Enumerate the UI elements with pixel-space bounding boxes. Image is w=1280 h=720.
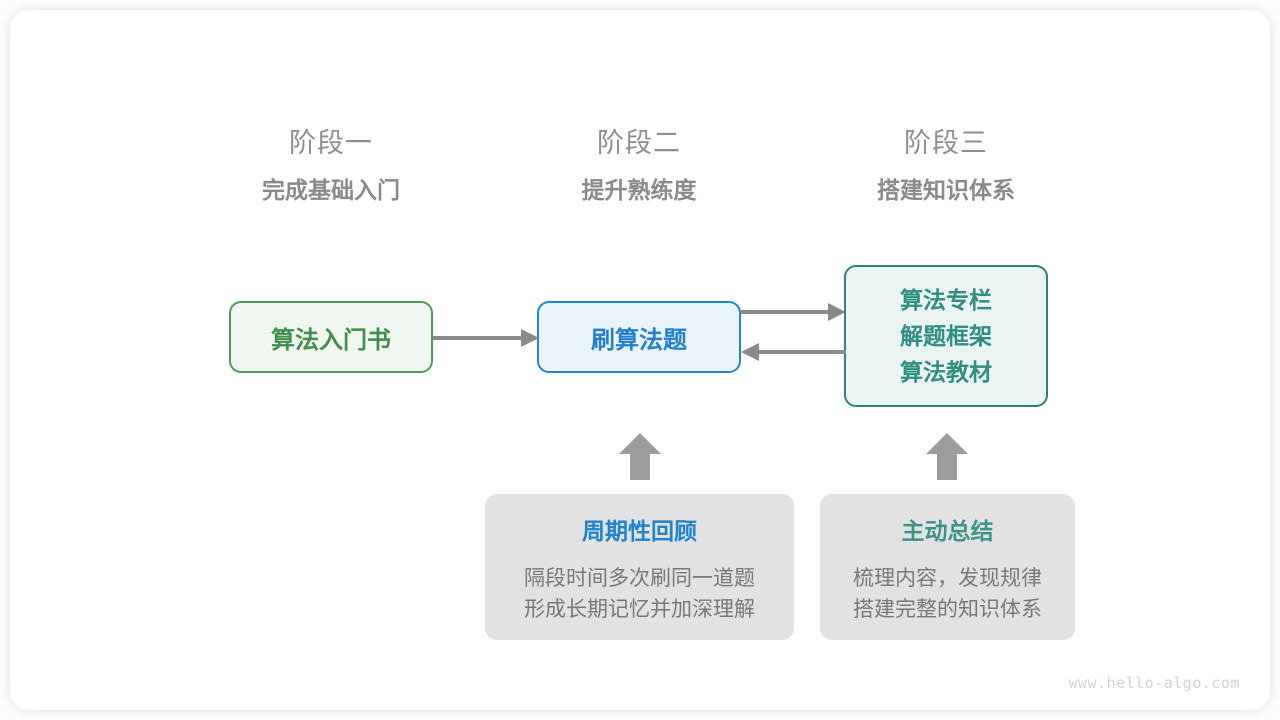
node-practice-problems-label: 刷算法题: [591, 326, 687, 354]
stage-title-2: 提升熟练度: [581, 177, 697, 203]
info-box-periodic-review-body: 隔段时间多次刷同一道题 形成长期记忆并加深理解: [524, 563, 755, 625]
node-intro-book-label: 算法入门书: [271, 326, 391, 354]
stage-column-1: 阶段一 完成基础入门: [211, 126, 451, 205]
node-learning-resources[interactable]: 算法专栏 解题框架 算法教材: [844, 265, 1048, 407]
node-intro-book[interactable]: 算法入门书: [229, 301, 433, 373]
info-box-active-summary-body: 梳理内容，发现规律 搭建完整的知识体系: [853, 563, 1042, 625]
stage-number-2: 阶段二: [597, 128, 681, 158]
stage-title-1: 完成基础入门: [262, 177, 400, 203]
stage-column-2: 阶段二 提升熟练度: [519, 126, 759, 205]
node-learning-resources-line-1: 算法专栏: [900, 287, 992, 313]
info-box-active-summary[interactable]: 主动总结 梳理内容，发现规律 搭建完整的知识体系: [820, 494, 1075, 640]
node-learning-resources-line-2: 解题框架: [900, 323, 992, 349]
info-box-active-summary-line-2: 搭建完整的知识体系: [853, 598, 1042, 621]
info-box-active-summary-title: 主动总结: [901, 518, 994, 544]
node-learning-resources-line-3: 算法教材: [900, 359, 992, 385]
info-box-periodic-review-line-1: 隔段时间多次刷同一道题: [524, 567, 755, 590]
info-box-periodic-review-title: 周期性回顾: [582, 518, 697, 544]
stage-number-3: 阶段三: [904, 128, 988, 158]
stage-number-1: 阶段一: [289, 128, 373, 158]
watermark: www.hello-algo.com: [1068, 674, 1240, 692]
stage-column-3: 阶段三 搭建知识体系: [826, 126, 1066, 205]
info-box-periodic-review-line-2: 形成长期记忆并加深理解: [524, 598, 755, 621]
arrow-resources-to-practice-icon: [741, 343, 846, 361]
arrow-up-summary-icon: [926, 433, 968, 480]
arrow-up-review-icon: [619, 433, 661, 480]
info-box-periodic-review[interactable]: 周期性回顾 隔段时间多次刷同一道题 形成长期记忆并加深理解: [485, 494, 794, 640]
info-box-active-summary-line-1: 梳理内容，发现规律: [853, 567, 1042, 590]
arrow-book-to-practice-icon: [433, 329, 539, 347]
stage-title-3: 搭建知识体系: [877, 177, 1015, 203]
arrow-practice-to-resources-icon: [741, 303, 846, 321]
node-practice-problems[interactable]: 刷算法题: [537, 301, 741, 373]
